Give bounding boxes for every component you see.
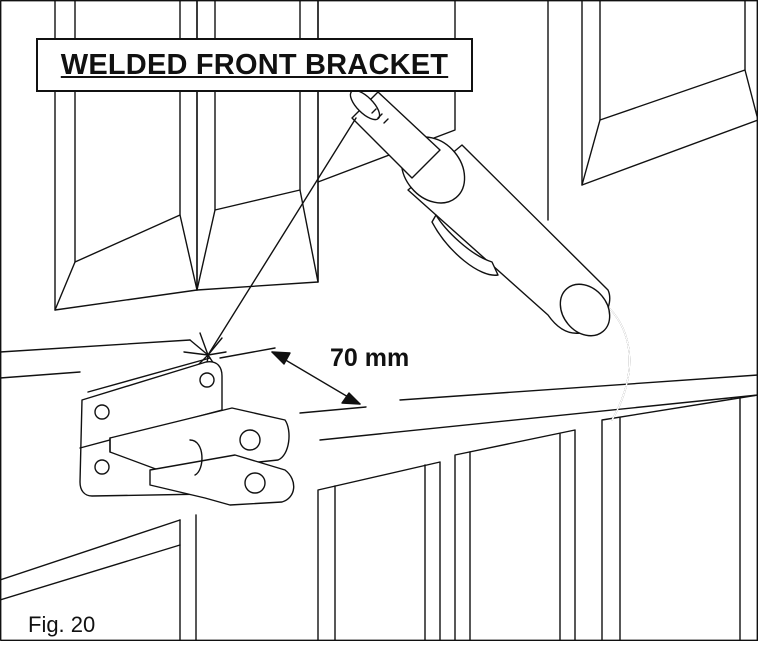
front-bracket xyxy=(79,357,295,506)
welding-torch xyxy=(207,89,631,421)
dimension-indicator xyxy=(219,347,367,414)
diagram-title: WELDED FRONT BRACKET xyxy=(60,48,449,81)
figure-label: Fig. 20 xyxy=(28,612,96,637)
title-box: WELDED FRONT BRACKET xyxy=(36,38,473,92)
dimension-label: 70 mm xyxy=(330,344,410,372)
